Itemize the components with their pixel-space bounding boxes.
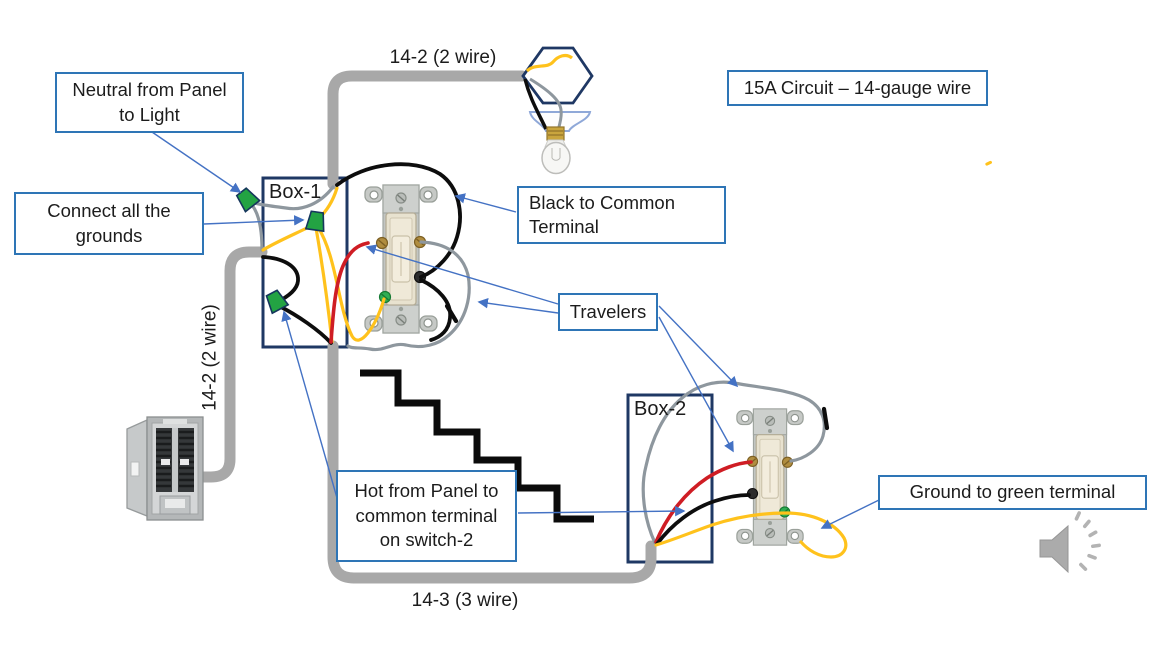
wire-connector-1 <box>235 187 261 213</box>
box-1-label: Box-1 <box>269 181 322 203</box>
callout-connect-grounds: Connect all the grounds <box>14 192 204 255</box>
breaker-panel <box>126 416 204 521</box>
leader-neutral <box>151 131 242 193</box>
box-1-outline <box>261 176 349 349</box>
box-2-outline <box>626 393 714 564</box>
wire-connector-2 <box>304 210 325 233</box>
leader-hot-left <box>281 310 340 506</box>
leader-black-common <box>454 193 517 213</box>
switch-1 <box>364 184 438 334</box>
neutral-wire-to-bulb <box>529 77 563 128</box>
box-1-wires <box>242 162 471 352</box>
leader-lines <box>151 131 880 529</box>
audio-speaker-icon[interactable] <box>1039 511 1101 574</box>
leader-travelers-red1 <box>365 244 559 305</box>
cable-14-2-to-light <box>327 70 528 190</box>
wire-label-bottom: 14-3 (3 wire) <box>411 590 519 611</box>
wire-label-left: 14-2 (2 wire) <box>199 304 221 411</box>
bulb-base <box>546 126 565 141</box>
stairs-graphic <box>360 369 594 523</box>
callout-circuit-rating: 15A Circuit – 14-gauge wire <box>727 70 988 106</box>
leader-grounds <box>203 215 305 226</box>
wire-label-top: 14-2 (2 wire) <box>389 47 497 68</box>
box-2-label: Box-2 <box>634 398 687 420</box>
cable-14-2-from-panel <box>191 246 268 483</box>
callout-black-to-common: Black to Common Terminal <box>517 186 726 244</box>
callout-hot-from-panel: Hot from Panel to common terminal on swi… <box>336 470 517 562</box>
light-fixture <box>521 46 594 175</box>
ground-connectors <box>235 187 325 315</box>
light-box-hexagon <box>521 46 594 105</box>
leader-travelers-red2 <box>658 316 734 453</box>
switch-2 <box>735 408 805 547</box>
light-bulb <box>541 141 571 175</box>
leader-ground-green <box>820 499 880 529</box>
leader-hot-right <box>517 505 686 517</box>
wire-connector-3 <box>265 289 290 315</box>
cable-14-3-between-boxes <box>327 340 657 584</box>
leader-travelers-gray2 <box>658 305 739 388</box>
callout-neutral-from-panel: Neutral from Panel to Light <box>55 72 244 133</box>
yellow-speck <box>985 160 992 166</box>
black-wire-to-bulb <box>523 78 548 130</box>
sheathed-cables <box>191 70 657 584</box>
callout-ground-green-terminal: Ground to green terminal <box>878 475 1147 510</box>
leader-travelers-gray1 <box>477 298 559 314</box>
ground-wire-light <box>525 53 574 73</box>
callout-travelers: Travelers <box>558 293 658 331</box>
